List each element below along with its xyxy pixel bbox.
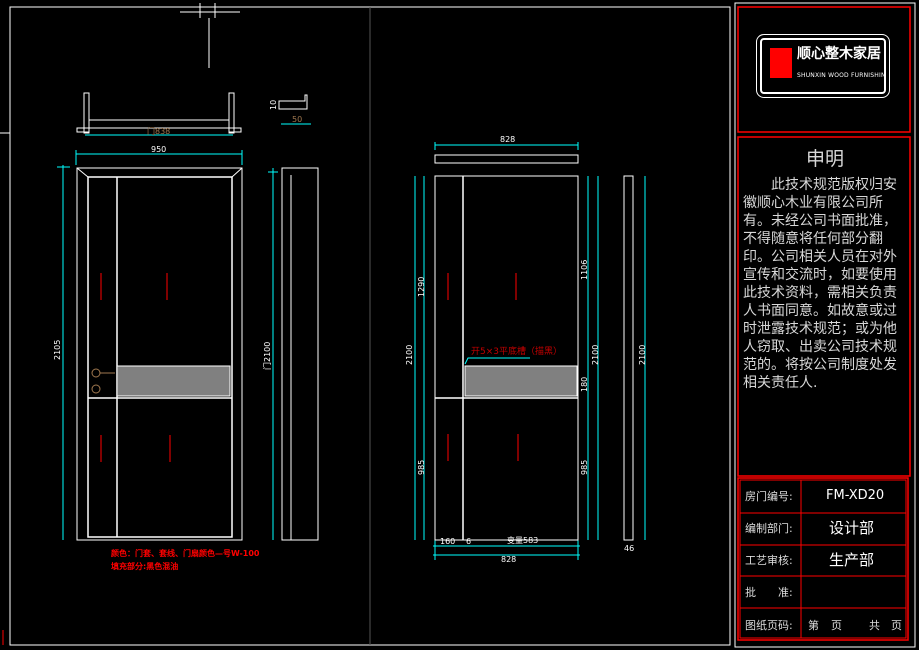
label-dept: 编制部门:: [745, 522, 793, 535]
dim-frame-depth: 50: [292, 115, 302, 124]
page-ye1: 页: [831, 619, 842, 632]
dim-total-height: 2105: [53, 340, 62, 360]
statement-title: 申明: [805, 148, 844, 170]
dim-bottom-var: 变量583: [507, 535, 538, 545]
dim-bottom-gap: 6: [466, 537, 471, 546]
dim-bottom-total: 828: [501, 555, 516, 564]
section-mark: [180, 3, 240, 68]
statement-body: 此技术规范版权归安徽顺心木业有限公司所有。未经公司书面批准，不得随意将任何部分翻…: [743, 177, 897, 391]
color-note: 颜色：门套、套线、门扇颜色—号W-100: [111, 548, 260, 558]
label-review: 工艺审核:: [745, 554, 793, 567]
value-review: 生产部: [829, 551, 875, 569]
dim-lower-left: 985: [417, 460, 426, 475]
company-logo: 顺心整木家居 SHUNXIN WOOD FURNISHING: [756, 34, 890, 98]
dim-panel-height: 180: [580, 377, 589, 392]
dim-top-width: 828: [500, 135, 515, 144]
page-di: 第: [808, 619, 819, 632]
page-gong: 共: [869, 619, 880, 632]
fill-note: 填充部分:黑色混油: [111, 561, 178, 571]
logo-name-en: SHUNXIN WOOD FURNISHING: [797, 72, 886, 79]
value-door-number: FM-XD20: [826, 488, 885, 503]
grain-direction-marks: [100, 273, 519, 462]
dim-lower-right: 985: [580, 460, 589, 475]
dim-height-left: 2100: [405, 345, 414, 365]
dim-side-height: 2100: [638, 345, 647, 365]
right-door-elevation: [434, 154, 634, 541]
statement: 申明 此技术规范版权归安徽顺心木业有限公司所有。未经公司书面批准，不得随意将任何…: [743, 148, 907, 392]
logo-mark-icon: [770, 48, 792, 78]
dim-frame-thk: 10: [269, 100, 278, 110]
label-approve: 批 准:: [745, 586, 793, 599]
page-ye2: 页: [891, 619, 902, 632]
dim-door-height: 门2100: [262, 342, 272, 370]
dim-bottom-stile: 160: [440, 537, 455, 546]
dim-upper-right: 1106: [580, 260, 589, 280]
left-plan-view: [76, 92, 308, 134]
door-handle-icon: [91, 368, 115, 394]
dimension-lines: [57, 123, 646, 560]
left-door-elevation: [76, 167, 319, 541]
dim-plan-width: 门838: [147, 126, 170, 136]
dim-upper-left: 1290: [417, 277, 426, 297]
groove-note: 开5×3平底槽（描黑）: [471, 345, 562, 357]
dim-height-right: 2100: [591, 345, 600, 365]
dim-side-thk: 46: [624, 544, 634, 553]
label-page: 图纸页码:: [745, 619, 793, 632]
label-door-number: 房门编号:: [745, 490, 793, 503]
dim-trim-width: 950: [151, 145, 166, 154]
value-dept: 设计部: [829, 519, 875, 537]
logo-name-cn: 顺心整木家居: [797, 46, 881, 62]
